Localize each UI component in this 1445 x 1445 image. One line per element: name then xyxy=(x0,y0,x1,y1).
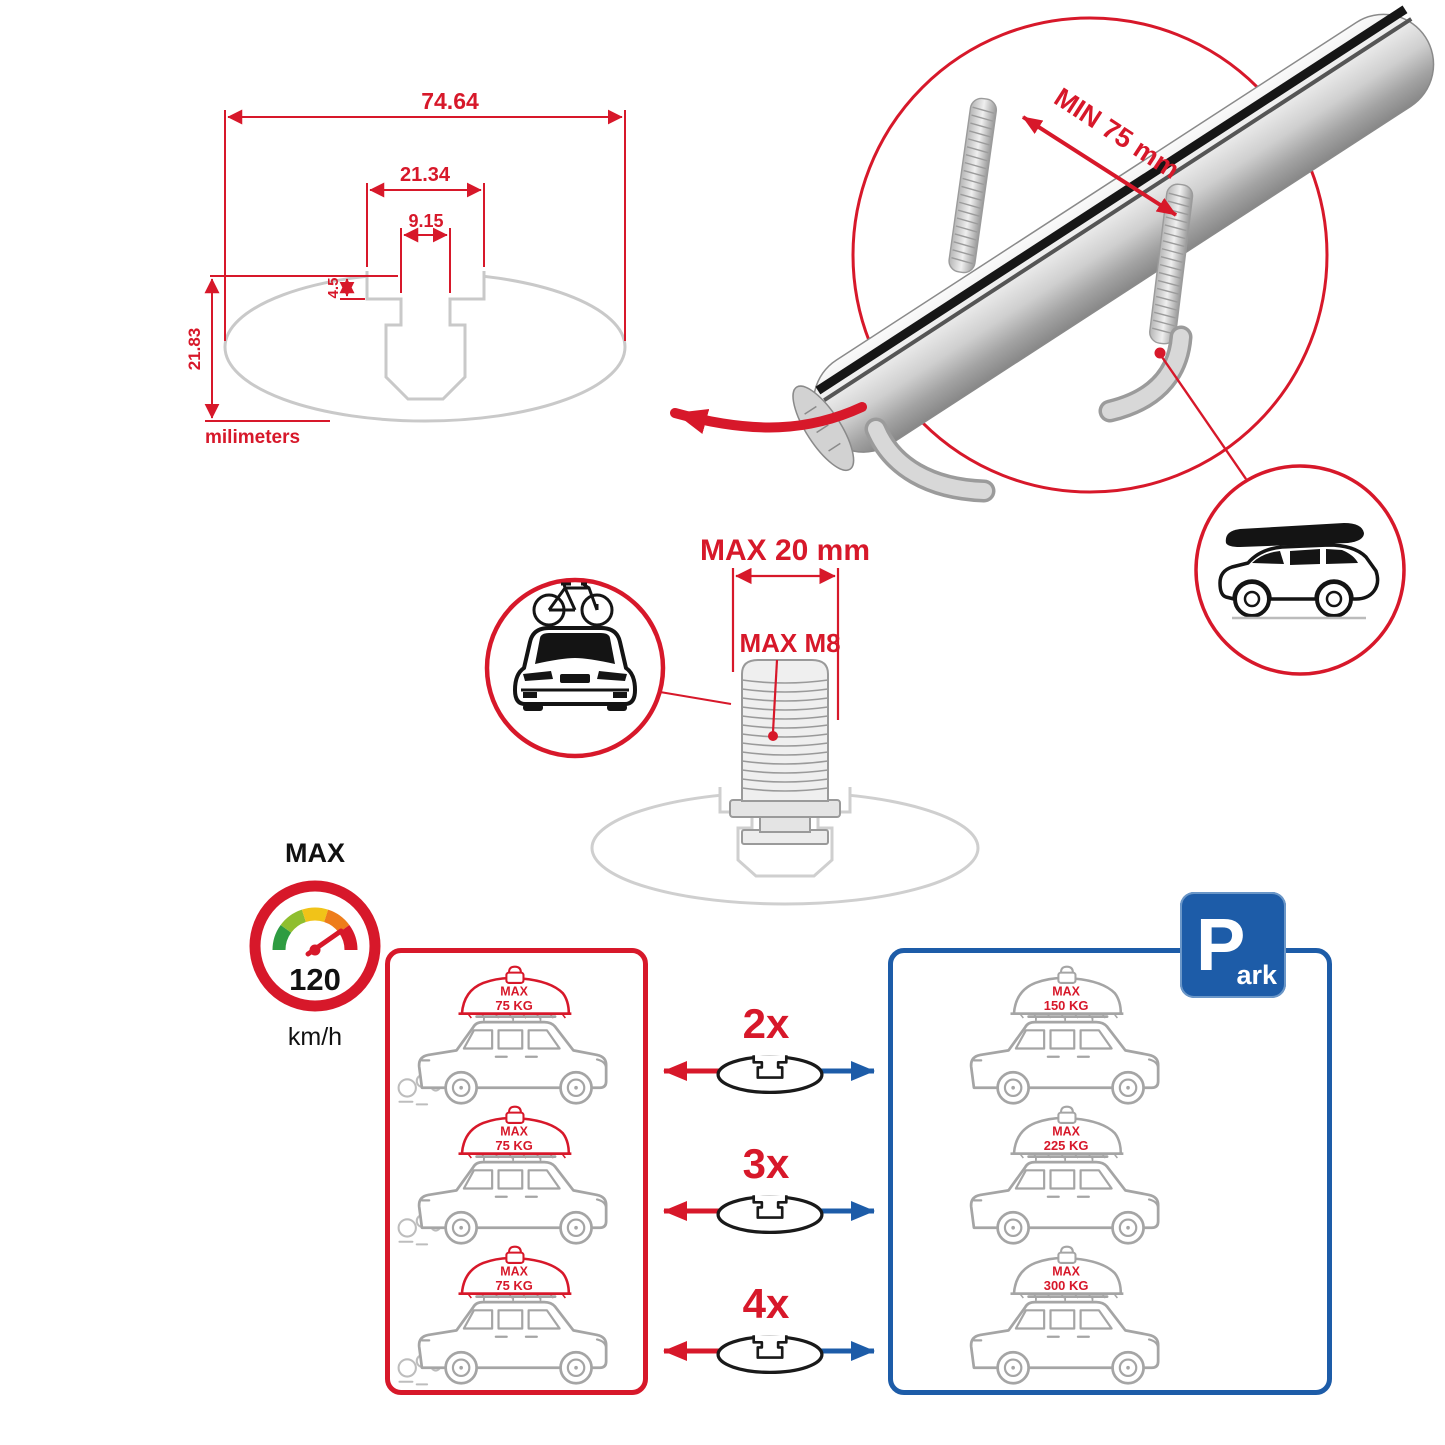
roof-load-max-label: MAX xyxy=(1052,1125,1080,1139)
suv-icon xyxy=(969,1015,1160,1105)
leader-dot xyxy=(1154,347,1166,359)
roof-load-max-label: MAX xyxy=(1052,1265,1080,1279)
driving-suv-3: MAX 75 KG xyxy=(397,1245,608,1386)
crossbar-detail-figure: MIN 75 mm xyxy=(792,5,1435,676)
suv-roofbox-callout xyxy=(1194,464,1406,676)
max-thread-label: MAX M8 xyxy=(739,628,840,658)
multiplier-row-2x: 2x xyxy=(663,1000,875,1095)
bolt-detail-figure: MAX 20 mm MAX M8 xyxy=(484,534,980,906)
parked-suv-2: MAX 225 KG xyxy=(969,1105,1160,1245)
multiplier-row-3x: 3x xyxy=(663,1140,875,1235)
gauge-pivot xyxy=(309,944,321,956)
crossbar-profile-icon xyxy=(716,1053,824,1095)
roof-load-max-label: MAX xyxy=(500,985,528,999)
parked-suv-1: MAX 150 KG xyxy=(969,965,1160,1105)
speed-value: 120 xyxy=(289,962,341,997)
dimension-labels: 74.64 21.34 9.15 4.5 21.83 milimeters xyxy=(185,88,479,448)
driving-suv-1: MAX 75 KG xyxy=(397,965,608,1106)
bolt-dimension-lines xyxy=(731,567,840,733)
driving-load-panel: MAX 75 KG MAX 75 KG MAX 75 KG xyxy=(385,948,648,1395)
dimension-lines xyxy=(204,109,626,422)
suv-icon xyxy=(417,1155,608,1245)
gauge-arc xyxy=(272,907,358,951)
parked-load-panel: MAX 150 KG MAX 225 KG MAX 300 KG xyxy=(888,948,1332,1395)
roof-load-value: 150 KG xyxy=(1044,998,1089,1013)
dim-slot-width: 9.15 xyxy=(408,211,443,231)
pointer-arrow xyxy=(670,402,867,435)
roof-load-max-label: MAX xyxy=(500,1265,528,1279)
car-front-icon xyxy=(513,626,637,711)
speed-unit: km/h xyxy=(288,1023,342,1051)
dim-recess-depth: 4.5 xyxy=(325,278,342,299)
roof-load-value: 300 KG xyxy=(1044,1278,1089,1293)
dim-total-height: 21.83 xyxy=(185,328,204,371)
speed-max-label: MAX xyxy=(285,838,345,868)
parked-suv-3: MAX 300 KG xyxy=(969,1245,1160,1385)
leader-line xyxy=(1161,356,1247,480)
profile-dimension-figure: 74.64 21.34 9.15 4.5 21.83 milimeters xyxy=(185,88,627,448)
roof-load-value: 225 KG xyxy=(1044,1138,1089,1153)
roof-load-max-label: MAX xyxy=(1052,985,1080,999)
park-sign: P ark xyxy=(1180,892,1286,998)
suv-icon xyxy=(417,1015,608,1105)
clamp-hook-left xyxy=(864,417,996,503)
crossbar-cross-section xyxy=(223,271,627,423)
vehicle-leader-line xyxy=(659,691,732,705)
multiplier-label: 2x xyxy=(743,1000,790,1047)
driving-suv-2: MAX 75 KG xyxy=(397,1105,608,1246)
roof-load-value: 75 KG xyxy=(495,1278,532,1293)
suv-icon xyxy=(969,1295,1160,1385)
dim-recess-width: 21.34 xyxy=(400,164,451,186)
max-protrusion-label: MAX 20 mm xyxy=(700,534,870,567)
suv-icon xyxy=(969,1155,1160,1245)
clamp-rod-left xyxy=(948,97,998,274)
crossbar-profile-icon xyxy=(716,1333,824,1375)
roof-load-value: 75 KG xyxy=(495,998,532,1013)
bolt-leader-dot xyxy=(768,731,778,741)
speedometer: MAX 120 km/h xyxy=(249,838,381,1051)
roof-load-value: 75 KG xyxy=(495,1138,532,1153)
fixing-bolt xyxy=(729,659,841,845)
park-sign-suffix: ark xyxy=(1236,960,1277,990)
multiplier-label: 4x xyxy=(743,1280,790,1327)
suv-with-roofbox-icon xyxy=(1218,523,1380,620)
bicycle-icon xyxy=(532,582,614,627)
units-label: milimeters xyxy=(205,427,300,448)
car-bike-callout xyxy=(484,577,666,759)
roof-load-max-label: MAX xyxy=(500,1125,528,1139)
clamp-rod-right xyxy=(1098,183,1194,423)
multiplier-row-4x: 4x xyxy=(663,1280,875,1375)
multiplier-label: 3x xyxy=(743,1140,790,1187)
dim-total-width: 74.64 xyxy=(421,88,479,114)
pointer-arrow-path xyxy=(670,402,867,435)
park-sign-letter: P xyxy=(1196,903,1246,986)
suv-icon xyxy=(417,1295,608,1385)
crossbar-profile-icon xyxy=(716,1193,824,1235)
